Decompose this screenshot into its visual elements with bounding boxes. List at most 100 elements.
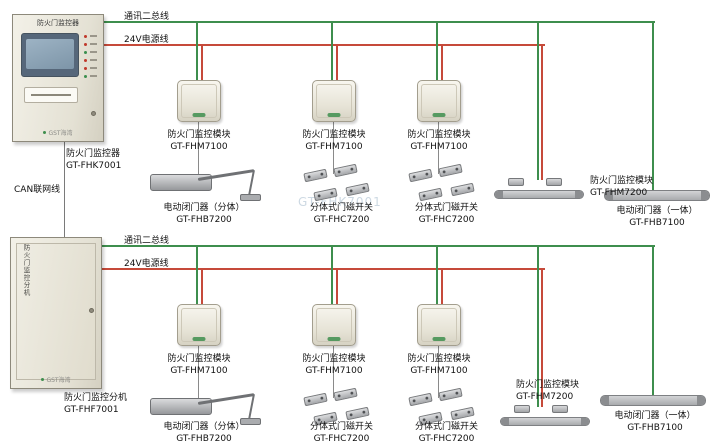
bus-drop-line <box>336 45 338 80</box>
can-line-label: CAN联网线 <box>14 185 61 195</box>
magnet-block <box>345 182 370 197</box>
power-bus-line <box>102 268 545 270</box>
indicator-led-icon <box>84 35 87 38</box>
door-closer-split <box>148 387 263 432</box>
monitor-module-strip <box>500 405 590 429</box>
device-name: 电动闭门器（一体） <box>616 206 698 216</box>
module-caption: 防火门监控模块 GT-FHM7100 <box>289 130 379 153</box>
display-screen-inner <box>26 39 74 69</box>
magnet-block <box>450 182 475 197</box>
module-face <box>181 84 217 118</box>
magnet-block <box>333 163 358 178</box>
diagram-row-1: 通讯二总线 24V电源线 防火门监控模块 GT-FHM7100 防火门监控模块 … <box>102 12 710 228</box>
device-name: 防火门监控模块 <box>516 380 580 390</box>
closer-arm <box>247 169 255 197</box>
indicator-label-mark <box>90 75 97 77</box>
lock-icon <box>89 308 94 313</box>
brand-logo: GST海湾 <box>11 375 101 384</box>
magnet-block <box>345 406 370 421</box>
power-bus-label: 24V电源线 <box>124 259 169 269</box>
device-model: GT-FHK7001 <box>66 161 122 171</box>
module-face <box>316 84 352 118</box>
gst-logo-icon <box>43 131 47 134</box>
bus-drop-line <box>201 45 203 80</box>
indicator-label-mark <box>90 35 97 37</box>
bus-drop-line <box>541 45 543 180</box>
bus-drop-line <box>541 269 543 407</box>
power-bus-label: 24V电源线 <box>124 35 169 45</box>
closer-body <box>150 398 212 415</box>
device-name: 防火门监控模块 <box>407 130 471 140</box>
magnet-block <box>418 187 443 202</box>
bus-drop-line <box>331 22 333 80</box>
bus-drop-line <box>436 246 438 304</box>
device-caption: 分体式门磁开关 GT-FHC7200 <box>289 203 394 226</box>
bus-drop-line <box>336 269 338 304</box>
bus-drop-line <box>652 246 654 396</box>
cabinet-nameplate: 防火门监控器 <box>37 19 79 27</box>
device-model: GT-FHB7200 <box>176 214 232 225</box>
gst-logo-icon <box>192 337 206 341</box>
bus-drop-line <box>441 269 443 304</box>
device-model: GT-FHC7200 <box>418 433 475 444</box>
bus-drop-line <box>196 246 198 304</box>
device-caption: 电动闭门器（分体） GT-FHB7200 <box>144 422 264 445</box>
module-caption: 防火门监控模块 GT-FHM7100 <box>394 354 484 377</box>
device-name: 分体式门磁开关 <box>309 422 373 432</box>
comm-bus-label: 通讯二总线 <box>124 12 170 22</box>
monitor-module <box>177 304 221 346</box>
comm-bus-line <box>102 21 655 23</box>
door-closer-integrated <box>604 190 710 201</box>
bus-drop-line <box>652 22 654 191</box>
device-name: 防火门监控模块 <box>302 130 366 140</box>
bus-drop-line <box>201 269 203 304</box>
device-caption: 分体式门磁开关 GT-FHC7200 <box>394 422 499 445</box>
gst-logo-icon <box>432 113 446 117</box>
magnet-block <box>546 178 562 186</box>
gst-logo-icon <box>432 337 446 341</box>
bus-drop-line <box>331 246 333 304</box>
device-model: GT-FHM7100 <box>170 365 228 376</box>
module-device-wire <box>438 122 439 174</box>
device-caption: 电动闭门器（一体） GT-FHB7100 <box>600 411 710 434</box>
module-face <box>421 84 457 118</box>
module-caption: 防火门监控模块 GT-FHM7100 <box>289 354 379 377</box>
door-magnet-switch-set <box>300 163 384 205</box>
module-device-wire <box>333 346 334 398</box>
magnet-block <box>450 406 475 421</box>
monitor-module <box>177 80 221 122</box>
module-caption: 防火门监控模块 GT-FHM7100 <box>154 354 244 377</box>
closer-body <box>150 174 212 191</box>
device-name: 防火门监控模块 <box>302 354 366 364</box>
main-controller-cabinet: 防火门监控器 GST海湾 <box>12 14 104 142</box>
module-face <box>421 308 457 342</box>
power-bus-line <box>102 44 545 46</box>
bus-drop-line <box>196 22 198 80</box>
device-name: 电动闭门器（分体） <box>163 203 245 213</box>
indicator-led-icon <box>84 43 87 46</box>
cabinet-door <box>16 243 96 380</box>
device-name: 分体式门磁开关 <box>309 203 373 213</box>
device-caption: 防火门监控模块 GT-FHM7200 <box>590 176 668 199</box>
module-bar <box>500 417 590 426</box>
device-model: GT-FHC7200 <box>313 433 370 444</box>
door-closer-integrated <box>600 395 706 406</box>
monitor-module <box>312 304 356 346</box>
sub-cabinet-caption: 防火门监控分机 GT-FHF7001 <box>64 392 127 416</box>
door-closer-split <box>148 163 263 208</box>
device-model: GT-FHM7200 <box>516 391 574 402</box>
indicator-label-mark <box>90 51 97 53</box>
device-name: 电动闭门器（一体） <box>614 411 696 421</box>
device-name: 电动闭门器（分体） <box>163 422 245 432</box>
display-screen <box>21 33 79 77</box>
device-model: GT-FHM7100 <box>170 141 228 152</box>
indicator-led-icon <box>84 75 87 78</box>
module-device-wire <box>438 346 439 398</box>
device-caption: 电动闭门器（分体） GT-FHB7200 <box>144 203 264 226</box>
main-cabinet-caption: 防火门监控器 GT-FHK7001 <box>66 148 121 172</box>
gst-logo-icon <box>41 378 45 381</box>
module-bar <box>494 190 584 199</box>
magnet-block <box>408 392 433 407</box>
magnet-block <box>438 163 463 178</box>
device-model: GT-FHM7100 <box>305 141 363 152</box>
